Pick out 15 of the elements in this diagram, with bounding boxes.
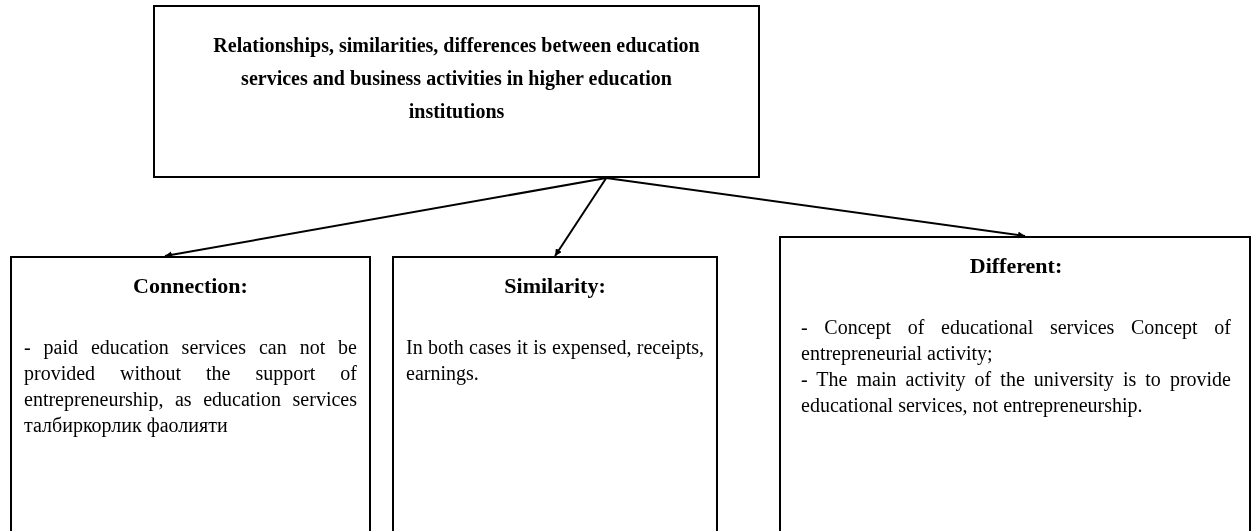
body-text: In both cases it is expensed, receipts, earnings. [406,335,704,386]
text-box [10,256,371,531]
box-heading: Different: [968,252,1064,280]
body-text: - paid education services can not be provided without the support of entrepreneurship, as education services талбиркорлик фаолияти [24,335,357,438]
arrow [605,177,1026,239]
title-text: Relationships, similarities, differences between education services and business activities in higher education institutions [212,33,701,124]
body-text: - Concept of educational services Concept of entrepreneurial activity; [801,315,1231,366]
arrow [164,177,608,259]
box-heading: Connection: [132,272,249,300]
text-box [779,236,1251,531]
body-text: - The main activity of the university is to provide educational services, not entrepreneurship. [801,367,1231,418]
arrow [554,177,608,257]
text-box [392,256,718,531]
box-heading: Similarity: [503,272,607,300]
text-box [153,5,760,178]
